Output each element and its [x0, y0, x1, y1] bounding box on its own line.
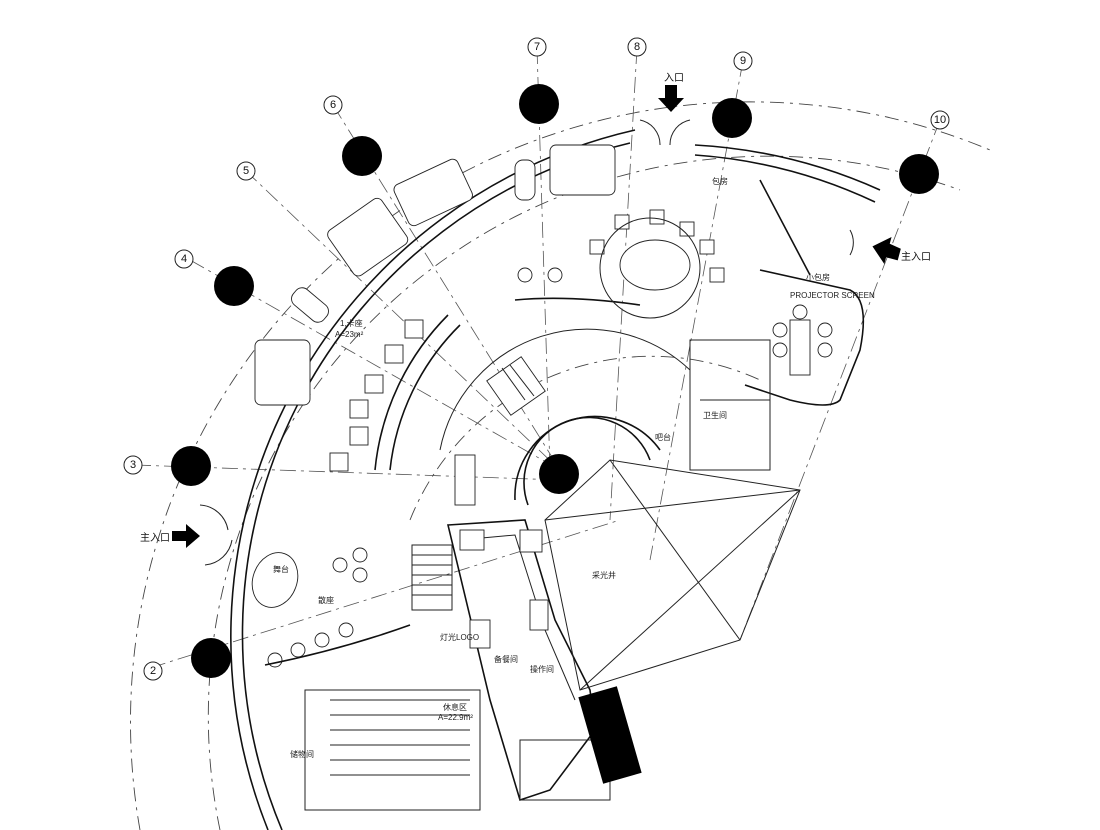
axis-label: 6: [330, 99, 336, 111]
room-label-storage: 储物间: [290, 749, 314, 759]
room-label-projector: PROJECTOR SCREEN: [790, 291, 875, 300]
right-rooms: [689, 179, 865, 471]
axis-label: 8: [634, 41, 640, 53]
room-label-light-well: 采光井: [592, 570, 616, 580]
axis-label: 9: [740, 55, 746, 67]
entrance-label-top: 入口: [664, 73, 684, 84]
light-well: [544, 459, 801, 691]
column: [519, 84, 559, 124]
room-label-logo-wall: 灯光LOGO: [440, 632, 479, 642]
room-label-booth: 散座: [318, 595, 334, 605]
entrance-label-right: 主入口: [901, 251, 931, 263]
chairs: [329, 209, 725, 472]
column: [712, 98, 752, 138]
bar-counters: [251, 217, 701, 666]
columns: [171, 84, 939, 678]
axis-label: 5: [243, 165, 249, 177]
grid-table: [454, 356, 546, 506]
room-label-toilet: 卫生间: [703, 410, 727, 420]
room-label-kitchen: 操作间: [530, 664, 554, 674]
projector-table: [772, 304, 833, 376]
room-label-seating-area: A=23m²: [335, 330, 364, 339]
structural-wall-block: [578, 686, 642, 784]
doors: [199, 119, 854, 566]
entrance-label-left: 主入口: [140, 532, 170, 544]
room-label-cashier: 吧台: [655, 432, 671, 442]
column: [539, 454, 579, 494]
entrance-arrow-left-icon: [872, 236, 901, 265]
axis-label: 7: [534, 41, 540, 53]
column: [214, 266, 254, 306]
entrance-arrow-right-icon: [172, 524, 200, 548]
room-label-seating: 1,卡座: [340, 318, 363, 328]
column: [899, 154, 939, 194]
room-label-bar: 舞台: [273, 564, 289, 574]
column: [191, 638, 231, 678]
service-wing: [447, 519, 611, 802]
room-label-vip: 包房: [712, 176, 728, 186]
room-label-lounge-area: A=22.9m²: [438, 713, 473, 722]
axis-label: 4: [181, 253, 187, 265]
room-label-small-room: 小包房: [806, 272, 830, 282]
room-label-prep: 备餐间: [494, 654, 518, 664]
column: [171, 446, 211, 486]
staircase: [304, 544, 481, 811]
axis-label: 10: [934, 114, 946, 126]
entrance-arrow-down-icon: [658, 85, 684, 112]
axis-label: 3: [130, 459, 136, 471]
booth-seating: [254, 144, 616, 406]
grid-axis-bubbles: 2 3 4 5 6 7 8 9 10: [123, 37, 950, 681]
column: [342, 136, 382, 176]
room-label-lounge: 休息区: [443, 702, 467, 712]
axis-label: 2: [150, 665, 156, 677]
inner-walls: [374, 314, 691, 506]
entrance-arrows: [172, 85, 901, 548]
